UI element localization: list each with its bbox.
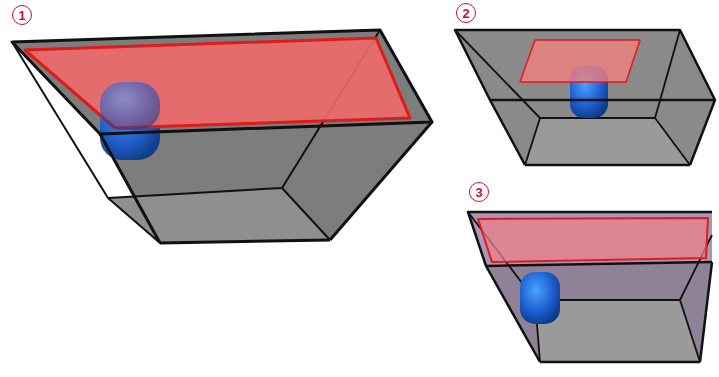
callout-number: 1 bbox=[12, 5, 32, 25]
callout-number: 3 bbox=[469, 182, 489, 202]
frustum-two bbox=[455, 30, 715, 165]
callout-number: 2 bbox=[456, 3, 476, 23]
frustum-three bbox=[468, 212, 712, 362]
frustum-one bbox=[12, 30, 432, 243]
